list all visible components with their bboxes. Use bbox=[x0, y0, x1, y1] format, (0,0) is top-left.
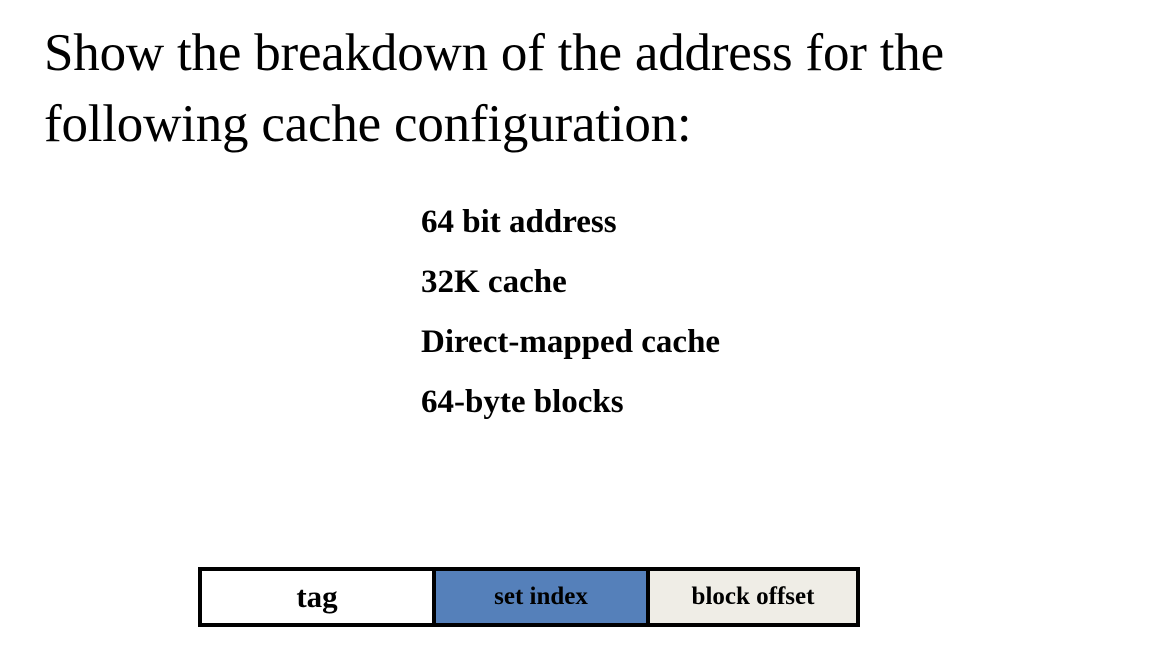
list-item: 32K cache bbox=[421, 264, 567, 300]
address-field-set-index: set index bbox=[432, 571, 650, 623]
list-item: 64-byte blocks bbox=[421, 384, 624, 420]
address-field-tag: tag bbox=[202, 571, 432, 623]
page-title: Show the breakdown of the address for th… bbox=[44, 24, 944, 153]
list-item: 64 bit address bbox=[421, 204, 617, 240]
address-field-block-offset: block offset bbox=[650, 571, 856, 623]
address-breakdown-diagram: tag set index block offset bbox=[198, 567, 860, 627]
list-item: Direct-mapped cache bbox=[421, 324, 721, 360]
cache-configuration-list: 64 bit address 32K cache Direct-mapped c… bbox=[421, 192, 720, 432]
